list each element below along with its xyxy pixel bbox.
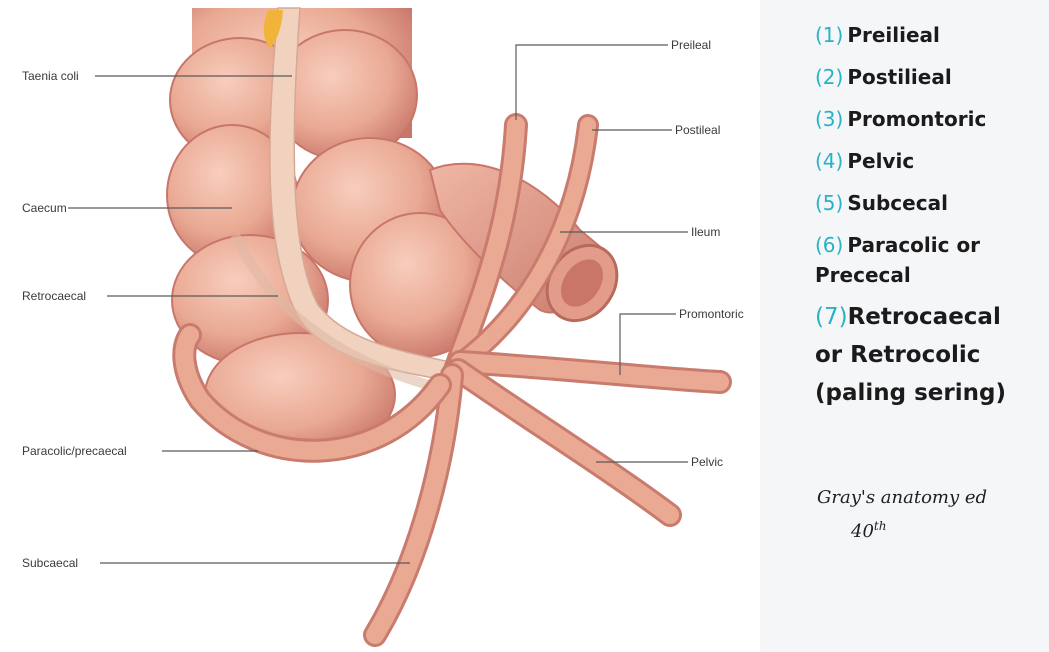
leader-preileal xyxy=(516,45,668,120)
label-postileal: Postileal xyxy=(675,123,720,137)
label-retrocaecal: Retrocaecal xyxy=(22,289,86,303)
list-item: (6)Paracolic or Prececal xyxy=(815,230,1015,290)
list-number: (3) xyxy=(815,107,843,131)
label-caecum: Caecum xyxy=(22,201,67,215)
list-item: (4)Pelvic xyxy=(815,140,1047,182)
list-number: (2) xyxy=(815,65,843,89)
list-number: (1) xyxy=(815,23,843,47)
list-text: Pelvic xyxy=(847,149,914,173)
list-number: (7) xyxy=(815,304,848,330)
list-item: (5)Subcecal xyxy=(815,182,1047,224)
citation-line2: 40th xyxy=(817,512,1042,546)
label-ileum: Ileum xyxy=(691,225,720,239)
positions-list: (1)Preilieal (2)Postilieal (3)Promontori… xyxy=(815,14,1047,412)
list-number: (6) xyxy=(815,233,843,257)
label-taenia-coli: Taenia coli xyxy=(22,69,79,83)
label-paracolic-precaecal: Paracolic/precaecal xyxy=(22,444,127,458)
list-text: Preilieal xyxy=(847,23,940,47)
list-text: Subcecal xyxy=(847,191,948,215)
list-item: (7)Retrocaecal or Retrocolic (paling ser… xyxy=(815,298,1030,412)
list-number: (5) xyxy=(815,191,843,215)
citation-edition: 40 xyxy=(851,521,874,542)
appendix-promontoric xyxy=(460,362,720,382)
label-pelvic: Pelvic xyxy=(691,455,723,469)
appendix-pelvic xyxy=(458,370,670,515)
list-number: (4) xyxy=(815,149,843,173)
citation: Gray's anatomy ed 40th xyxy=(817,484,1042,546)
list-item: (2)Postilieal xyxy=(815,56,1047,98)
label-preileal: Preileal xyxy=(671,38,711,52)
list-text: Postilieal xyxy=(847,65,951,89)
citation-superscript: th xyxy=(874,519,887,533)
label-subcaecal: Subcaecal xyxy=(22,556,78,570)
list-item: (1)Preilieal xyxy=(815,14,1047,56)
citation-line1: Gray's anatomy ed xyxy=(817,487,987,508)
label-promontoric: Promontoric xyxy=(679,307,744,321)
list-item: (3)Promontoric xyxy=(815,98,1047,140)
list-text: Promontoric xyxy=(847,107,986,131)
